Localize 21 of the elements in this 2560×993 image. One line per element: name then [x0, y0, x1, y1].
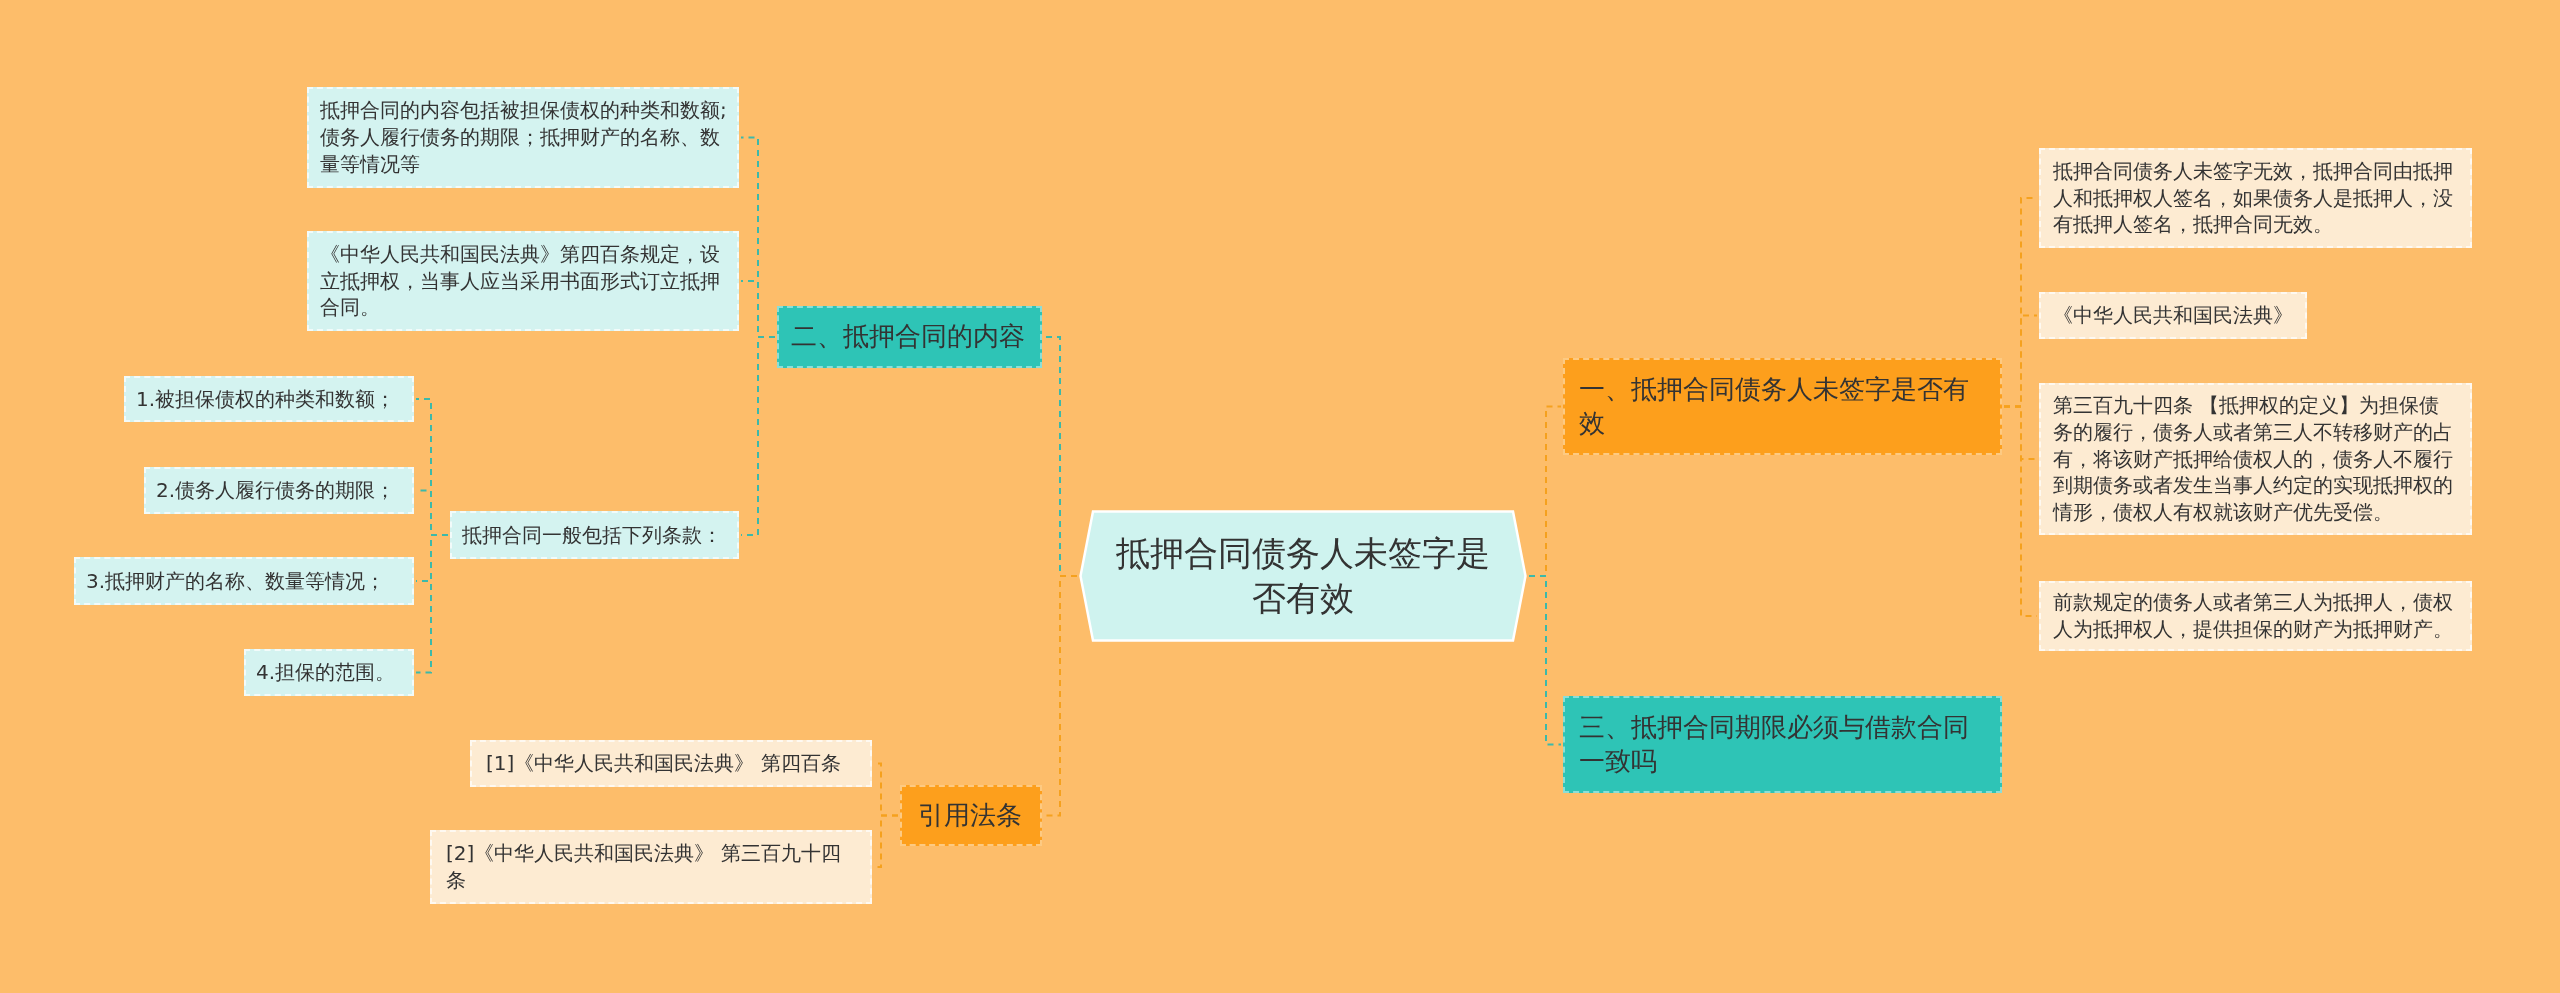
main-topic: 二、抵押合同的内容 [777, 306, 1042, 368]
subtopic-note: [1]《中华人民共和国民法典》 第四百条 [470, 740, 872, 787]
subtopic-note: 4.担保的范围。 [244, 649, 414, 696]
subtopic-note: 《中华人民共和国民法典》第四百条规定，设立抵押权，当事人应当采用书面形式订立抵押合同。 [307, 231, 739, 331]
subtopic-note: 2.债务人履行债务的期限； [144, 467, 414, 514]
subtopic-note: 抵押合同一般包括下列条款： [450, 511, 739, 559]
subtopic-note: 《中华人民共和国民法典》 [2039, 292, 2307, 339]
subtopic-note: 前款规定的债务人或者第三人为抵押人，债权人为抵押权人，提供担保的财产为抵押财产。 [2039, 581, 2472, 651]
main-topic: 三、抵押合同期限必须与借款合同一致吗 [1563, 696, 2002, 793]
main-topic: 一、抵押合同债务人未签字是否有效 [1563, 358, 2002, 455]
subtopic-note: 抵押合同债务人未签字无效，抵押合同由抵押人和抵押权人签名，如果债务人是抵押人，没有抵押人签名，抵押合同无效。 [2039, 148, 2472, 248]
connector-line [740, 336, 776, 536]
main-topic: 引用法条 [900, 785, 1042, 846]
subtopic-note: 第三百九十四条 【抵押权的定义】为担保债务的履行，债务人或者第三人不转移财产的占有，将该财产抵押给债权人的，债务人不履行到期债务或者发生当事人约定的实现抵押权的情形，债权人有权就该财产优先受偿。 [2039, 383, 2472, 535]
connector-line [1528, 575, 1562, 746]
central-topic: 抵押合同债务人未签字是否有效 [1079, 510, 1527, 642]
subtopic-note: 1.被担保债权的种类和数额； [124, 376, 414, 422]
subtopic-note: 3.抵押财产的名称、数量等情况； [74, 557, 414, 605]
subtopic-note: 抵押合同的内容包括被担保债权的种类和数额;债务人履行债务的期限；抵押财产的名称、数量等情况等 [307, 87, 739, 188]
subtopic-note: [2]《中华人民共和国民法典》 第三百九十四条 [430, 830, 872, 904]
connector-line [415, 534, 449, 674]
